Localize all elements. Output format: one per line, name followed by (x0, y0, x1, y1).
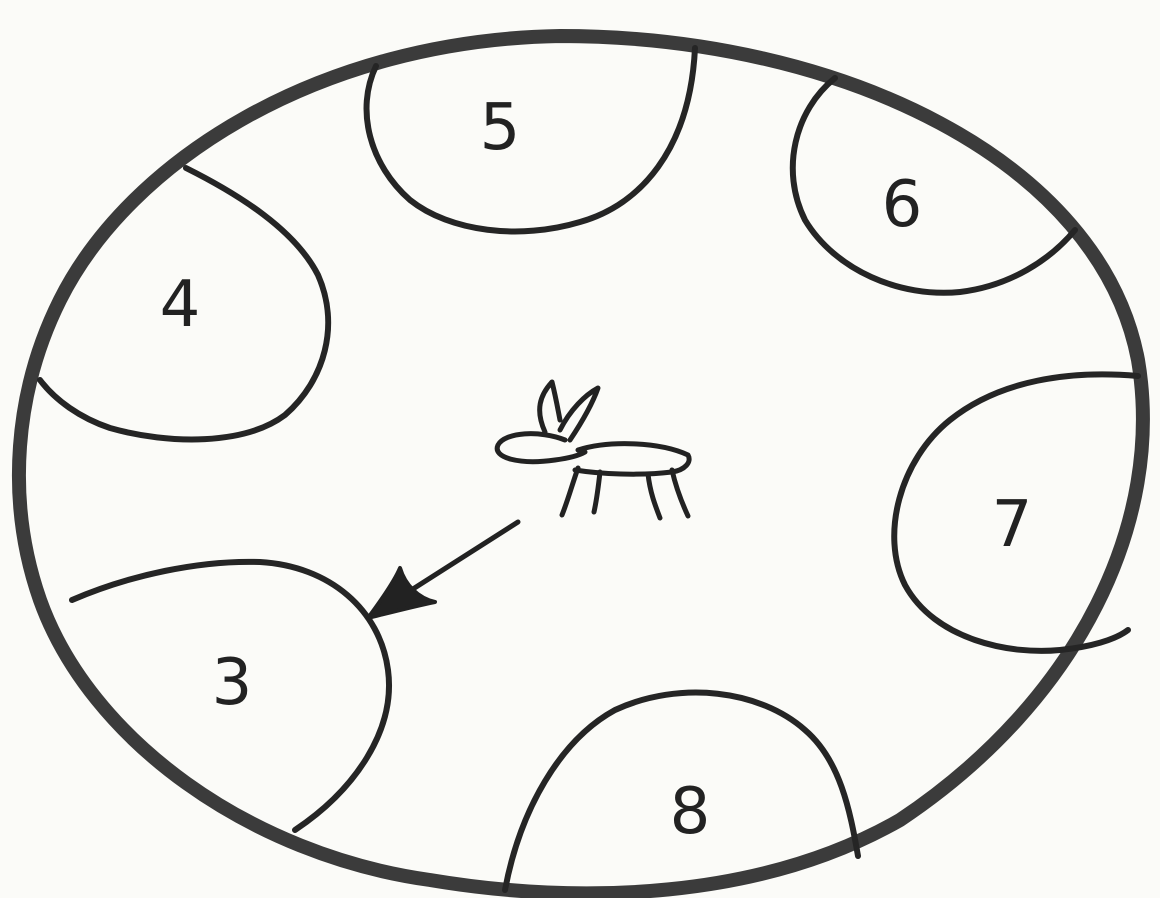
region-5-boundary (367, 48, 695, 231)
region-4-label: 4 (160, 268, 201, 342)
arrow-icon (368, 522, 518, 618)
region-8-label: 8 (670, 775, 711, 849)
region-7-label: 7 (992, 488, 1033, 562)
region-6-label: 6 (882, 168, 923, 242)
arena-outline (19, 36, 1143, 893)
region-5-label: 5 (480, 91, 521, 165)
region-3-label: 3 (212, 646, 253, 720)
animal-icon (497, 382, 689, 518)
